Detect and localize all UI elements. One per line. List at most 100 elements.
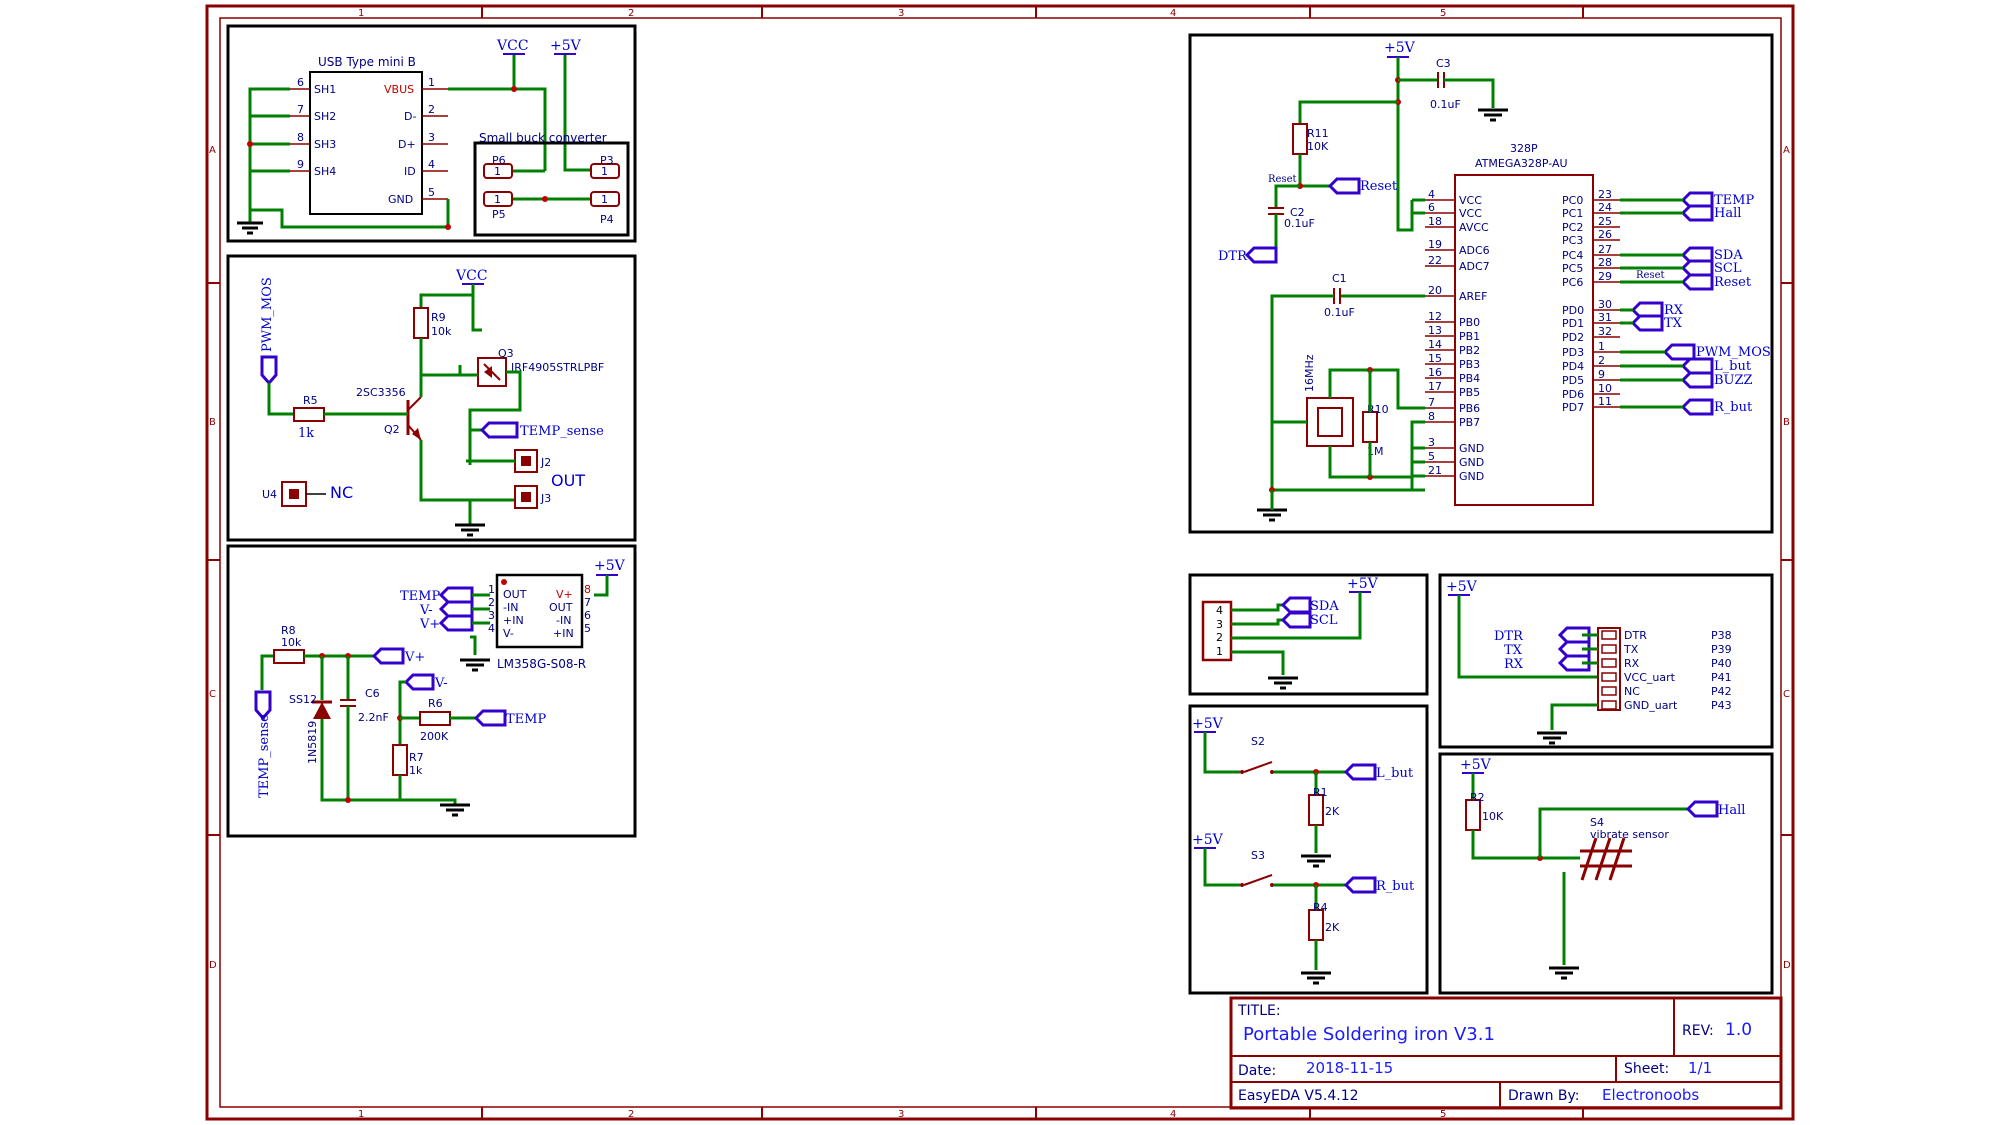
mcu-right-pin-name: PD1 xyxy=(1562,317,1584,330)
row-label-b: B xyxy=(209,417,216,428)
vibration-sensor-block: +5V R2 10K Hall S4 vibrate sensor xyxy=(1438,752,1774,995)
mcu-flag-scl xyxy=(1680,259,1714,277)
vib-5v-label: +5V xyxy=(1460,757,1492,773)
resistor-r1 xyxy=(1308,794,1324,826)
mcu-left-pin-name: VCC xyxy=(1459,207,1482,220)
r1-value: 2K xyxy=(1325,805,1340,818)
amp-flag-temp xyxy=(438,586,474,604)
amp-flag-vminus-2 xyxy=(403,673,435,691)
opamp-block: OUT -IN +IN V- V+ OUT -IN +IN 1 2 3 4 8 … xyxy=(226,544,637,838)
mcu-left-pin-num: 16 xyxy=(1428,366,1442,379)
mcu-part: ATMEGA328P-AU xyxy=(1475,157,1568,170)
r9-label: R9 xyxy=(431,311,446,324)
mcu-reset2-label: Reset xyxy=(1714,275,1752,290)
mosfet-driver-block: VCC R9 10k Q3 IRF4905STRLPBF TEMP_sense … xyxy=(226,254,637,542)
uart-pin-name: TX xyxy=(1623,643,1639,656)
mcu-left-pin-name: PB4 xyxy=(1459,372,1480,385)
usb-pin-dplus: D+ xyxy=(398,138,416,151)
c6-value: 2.2nF xyxy=(358,711,389,724)
amp-temp-label: TEMP xyxy=(400,589,440,604)
lm358-pin-vplus: V+ xyxy=(556,588,573,601)
mcu-temp-label: TEMP xyxy=(1714,193,1754,208)
driver-out-label: OUT xyxy=(551,471,585,490)
lm358-pin-pin2: +IN xyxy=(553,627,574,640)
mcu-right-pin-name: PD6 xyxy=(1562,388,1584,401)
mcu-left-pin-num: 15 xyxy=(1428,352,1442,365)
uart-5v-label: +5V xyxy=(1446,579,1478,595)
amp-flag-temp-2 xyxy=(473,709,507,727)
usb-pin-num-9: 9 xyxy=(297,158,304,171)
col-label-1: 1 xyxy=(358,8,364,19)
mcu-5v-label: +5V xyxy=(1384,40,1416,56)
amp-temp-sense-flag xyxy=(254,690,272,721)
uart-part-label: P43 xyxy=(1711,699,1732,712)
lm358-pin-pin: +IN xyxy=(503,614,524,627)
oled-connector-block: 4 3 2 1 +5V SDA SCL xyxy=(1188,573,1429,696)
ss12-label: SS12 xyxy=(289,693,317,706)
mcu-left-pin-num: 21 xyxy=(1428,464,1442,477)
mcu-left-pin-name: GND xyxy=(1459,442,1484,455)
oled-sda-label: SDA xyxy=(1310,599,1339,614)
r9-value: 10k xyxy=(431,325,452,338)
amp-5v-label: +5V xyxy=(594,558,626,574)
mcu-buzz-label: BUZZ xyxy=(1714,373,1753,388)
pad-num: 1 xyxy=(601,193,608,206)
atmega328p-body xyxy=(1454,174,1594,506)
lm358-num-5: 5 xyxy=(584,622,591,635)
lm358-part: LM358G-S08-R xyxy=(497,657,586,671)
mcu-right-pin-name: PC0 xyxy=(1562,194,1583,207)
transistor-q2-icon xyxy=(406,396,422,441)
row-label-right-b: B xyxy=(1783,417,1790,428)
buck-p5: P5 xyxy=(492,208,506,221)
drawn-by-value: Electronoobs xyxy=(1602,1086,1699,1104)
u4-label: U4 xyxy=(262,488,277,501)
amp-flag-vplus xyxy=(438,614,474,632)
col-label-bottom-1: 1 xyxy=(358,1109,364,1120)
q2-label: Q2 xyxy=(384,423,400,436)
lm358-num-1: 1 xyxy=(488,583,495,596)
usb-pin-sh1: SH1 xyxy=(314,83,336,96)
mcu-right-pin-num: 23 xyxy=(1598,188,1612,201)
usb-pin-vbus: VBUS xyxy=(384,83,414,96)
pad-p4 xyxy=(590,191,620,207)
r6-value: 200K xyxy=(420,730,449,743)
usb-pin-num-8: 8 xyxy=(297,131,304,144)
mcu-left-pin-num: 12 xyxy=(1428,310,1442,323)
mcu-left-pin-name: PB5 xyxy=(1459,386,1480,399)
tool-label: EasyEDA V5.4.12 xyxy=(1238,1088,1359,1104)
c2-value: 0.1uF xyxy=(1284,217,1315,230)
uart-pin-name: VCC_uart xyxy=(1624,671,1676,684)
c1-label: C1 xyxy=(1332,272,1347,285)
amp-temp2-label: TEMP xyxy=(506,712,546,727)
col-label-2: 2 xyxy=(628,8,634,19)
uart-pin-pad xyxy=(1601,672,1617,682)
col-label-bottom-4: 4 xyxy=(1170,1109,1176,1120)
col-label-bottom-5: 5 xyxy=(1440,1109,1446,1120)
mcu-right-pin-num: 28 xyxy=(1598,256,1612,269)
u4-nc-label: NC xyxy=(330,483,353,502)
mcu-left-pin-name: PB3 xyxy=(1459,358,1480,371)
row-label-right-a: A xyxy=(1783,145,1790,156)
buck-p6: P6 xyxy=(492,154,506,167)
amp-ground-icon-1 xyxy=(460,658,490,672)
mcu-right-pin-name: PC2 xyxy=(1562,221,1583,234)
mcu-flag-tx xyxy=(1630,314,1664,332)
usb-pin-num-6: 6 xyxy=(297,76,304,89)
resistor-r6 xyxy=(419,711,451,726)
r4-label: R4 xyxy=(1313,901,1328,914)
c2-label: C2 xyxy=(1290,206,1305,219)
mcu-sda-label: SDA xyxy=(1714,248,1743,263)
row-label-d: D xyxy=(209,960,217,971)
c6-label: C6 xyxy=(365,687,380,700)
lm358-num-4: 4 xyxy=(488,622,495,635)
mcu-right-pin-num: 11 xyxy=(1598,395,1612,408)
diode-part: 1N5819 xyxy=(306,721,319,764)
mcu-right-pin-name: PC3 xyxy=(1562,234,1583,247)
mcu-left-pin-num: 19 xyxy=(1428,238,1442,251)
uart-part-label: P41 xyxy=(1711,671,1732,684)
uart-pin-name: DTR xyxy=(1624,629,1647,642)
amp-flag-vplus-2 xyxy=(371,647,405,665)
mcu-flag-rbut xyxy=(1680,398,1714,416)
lm358-body xyxy=(495,573,584,649)
